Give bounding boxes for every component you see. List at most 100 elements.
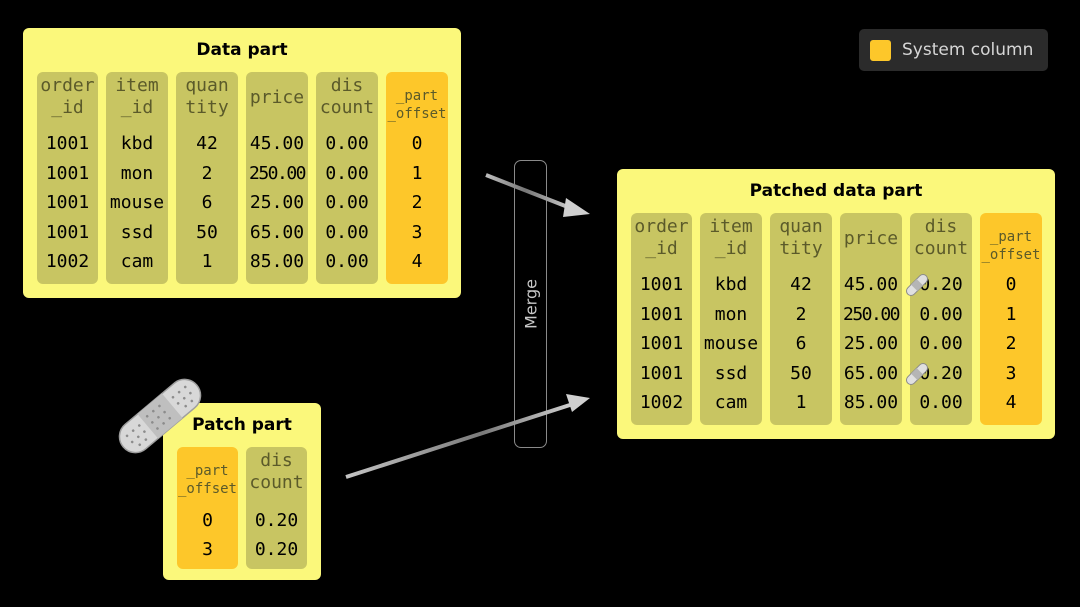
table-cell: cam	[714, 392, 748, 413]
table-cell: 0.20	[919, 274, 963, 295]
table-cell: 1	[411, 162, 423, 184]
column-header: item_id	[700, 216, 762, 260]
table-cell: 1	[1005, 303, 1017, 325]
column-header-line: count	[913, 238, 969, 259]
column-header-line: tity	[185, 97, 229, 118]
table-cell: 250.00	[248, 162, 307, 184]
table-cell: ssd	[714, 362, 748, 384]
table-cell: 45.00	[249, 133, 305, 154]
table-cell: 0.20	[254, 510, 299, 531]
table-cell: 42	[196, 133, 218, 154]
table-cell: 6	[795, 333, 807, 354]
table-cell: 0.20	[254, 539, 299, 560]
table-cell: 0	[411, 133, 423, 154]
column-header-line: count	[249, 472, 304, 493]
data-part-column-0: order_id 1001 1001 1001 1001 1002	[37, 72, 98, 284]
column-header-line: _id	[645, 238, 678, 259]
table-cell: 1001	[45, 162, 90, 184]
table-cell: 0.00	[325, 192, 369, 213]
table-cell: 0	[202, 510, 213, 531]
arrowhead-bottom	[566, 394, 590, 412]
table-cell: 1	[201, 251, 213, 272]
table-cell: 1	[795, 392, 807, 413]
table-cell: 0.00	[919, 392, 963, 413]
table-cell: 42	[790, 274, 812, 295]
table-cell: 50	[196, 221, 218, 243]
column-header-line: _offset	[177, 481, 237, 497]
table-cell: 65.00	[843, 362, 899, 384]
arrow-patch-to-patched	[345, 402, 574, 479]
table-cell: 4	[411, 251, 423, 272]
column-header-line: dis	[330, 75, 364, 96]
table-cell: 0.00	[325, 162, 369, 184]
column-header-line: tity	[779, 238, 823, 259]
column-header-line: _part	[395, 88, 439, 104]
table-cell: 1001	[45, 192, 90, 213]
table-cell: 250.00	[842, 303, 901, 325]
table-cell: 1001	[639, 333, 684, 354]
system-column-legend: System column	[859, 29, 1048, 71]
column-header-line: _part	[989, 229, 1033, 245]
data-part-title: Data part	[196, 40, 288, 60]
table-cell: 2	[795, 303, 807, 325]
table-cell: 0.00	[325, 251, 369, 272]
column-header-line: order	[40, 75, 95, 96]
table-cell: 1001	[639, 274, 684, 295]
table-cell: 3	[202, 539, 213, 560]
table-cell: kbd	[714, 274, 748, 295]
table-cell: 4	[1005, 392, 1017, 413]
table-cell: 85.00	[843, 392, 899, 413]
table-cell: 1001	[45, 221, 90, 243]
table-cell: 0.00	[919, 303, 963, 325]
table-cell: kbd	[120, 133, 154, 154]
table-cell: 1001	[45, 133, 90, 154]
table-cell: 50	[790, 362, 812, 384]
table-cell: 85.00	[249, 251, 305, 272]
column-header-line: _id	[51, 97, 84, 118]
column-header-line: item	[709, 216, 753, 237]
column-header-line: _part	[186, 463, 229, 479]
table-cell: 65.00	[249, 221, 305, 243]
patch-part-title: Patch part	[192, 415, 292, 435]
column-header-line: _id	[120, 97, 154, 118]
table-cell: 1002	[45, 251, 90, 272]
column-header-line: _id	[714, 238, 748, 259]
table-cell: 0.00	[325, 221, 369, 243]
table-cell: 6	[201, 192, 213, 213]
arrow-data-to-patched	[485, 173, 574, 211]
table-cell: 25.00	[843, 333, 899, 354]
column-header: order_id	[631, 216, 692, 260]
table-cell: 0.00	[325, 133, 369, 154]
column-header-line: quan	[779, 216, 823, 237]
column-header-line: _offset	[387, 106, 447, 122]
column-header-line: order	[634, 216, 689, 237]
column-header-line: price	[249, 87, 305, 108]
table-cell: mouse	[109, 192, 165, 213]
table-cell: mouse	[703, 333, 759, 354]
table-cell: ssd	[120, 221, 154, 243]
table-cell: 1001	[639, 303, 684, 325]
table-cell: 2	[1005, 333, 1017, 354]
table-cell: 0	[1005, 274, 1017, 295]
table-cell: mon	[120, 162, 154, 184]
table-cell: 3	[411, 221, 423, 243]
mini-bandage-icon	[905, 362, 929, 385]
mini-bandage-icon	[905, 273, 929, 297]
